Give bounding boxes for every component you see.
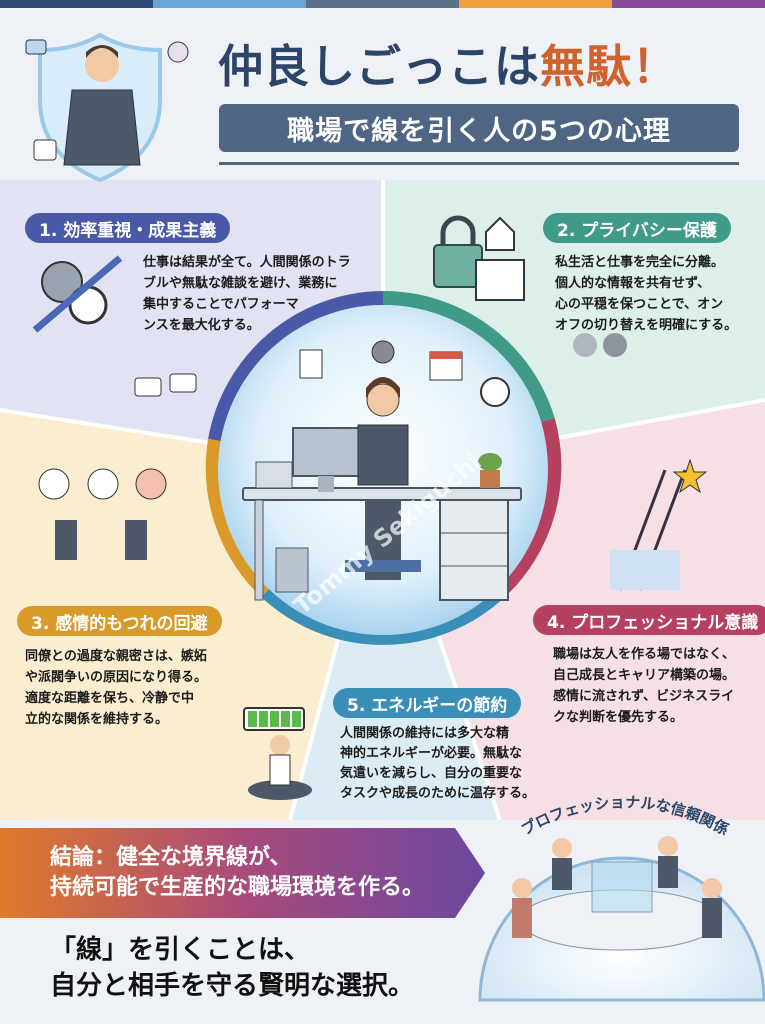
- section-2-badge: 2. プライバシー保護: [543, 213, 731, 243]
- central-ring: [205, 290, 562, 645]
- bar-segment: [153, 0, 306, 8]
- bar-segment: [0, 0, 153, 8]
- text-line: 同僚との過度な親密さは、嫉妬: [25, 649, 207, 664]
- section-4-text: 職場は友人を作る場ではなく、自己成長とキャリア構築の場。感情に流されず、ビジネス…: [553, 644, 735, 728]
- text-line: 立的な関係を維持する。: [25, 712, 169, 727]
- text-line: 気遣いを減らし、自分の重要な: [340, 766, 523, 781]
- icons: [32, 215, 708, 800]
- page-subtitle: 職場で線を引く人の5つの心理: [219, 104, 739, 152]
- dome-illustration: プロフェッショナルな信頼関係: [478, 793, 765, 1002]
- title-main: 仲良しごっこは: [218, 40, 541, 93]
- page-title: 仲良しごっこは無駄！: [218, 30, 678, 95]
- text-line: 神的エネルギーが必要。無駄な: [340, 746, 523, 761]
- section-5-bg: [290, 470, 500, 820]
- text-line: 個人的な情報を共有せず、: [555, 276, 711, 291]
- text-line: ブルや無駄な雑談を避け、業務に: [143, 276, 338, 291]
- section-5-text: 人間関係の維持には多大な精神的エネルギーが必要。無駄な気遣いを減らし、自分の重要…: [340, 724, 535, 804]
- section-3-text: 同僚との過度な親密さは、嫉妬や派閥争いの原因になり得る。適度な距離を保ち、冷静で…: [25, 646, 207, 730]
- final-line: 自分と相手を守る賢明な選択。: [50, 971, 415, 1001]
- section-2-text: 私生活と仕事を完全に分離。個人的な情報を共有せず、心の平穏を保つことで、オンオフ…: [555, 252, 737, 336]
- section-3-badge: 3. 感情的もつれの回避: [17, 606, 222, 636]
- desk-illustration: [242, 340, 522, 601]
- text-line: 感情に流されず、ビジネスライ: [553, 689, 735, 704]
- text-line: クな判断を優先する。: [553, 710, 684, 725]
- section-1-badge: 1. 効率重視・成果主義: [25, 213, 231, 243]
- bar-segment: [459, 0, 612, 8]
- text-line: 私生活と仕事を完全に分離。: [555, 255, 725, 270]
- text-line: 人間関係の維持には多大な精: [340, 726, 510, 741]
- text-line: ンスを最大化する。: [143, 318, 260, 333]
- text-line: 自己成長とキャリア構築の場。: [553, 668, 736, 683]
- conclusion-line: 結論：健全な境界線が、: [50, 845, 292, 870]
- section-1-text: 仕事は結果が全て。人間関係のトラブルや無駄な雑談を避け、業務に集中することでパフ…: [143, 252, 351, 336]
- text-line: 仕事は結果が全て。人間関係のトラ: [143, 255, 351, 270]
- conclusion-banner: [0, 828, 485, 918]
- text-line: 心の平穏を保つことで、オン: [555, 297, 724, 312]
- text-line: オフの切り替えを明確にする。: [555, 318, 738, 333]
- section-5-badge: 5. エネルギーの節約: [333, 688, 522, 718]
- text-line: タスクや成長のために温存する。: [340, 786, 536, 801]
- bar-segment: [306, 0, 459, 8]
- final-line: 「線」を引くことは、: [50, 935, 311, 965]
- section-4-badge: 4. プロフェッショナル意識: [533, 605, 765, 635]
- final-message: 「線」を引くことは、 自分と相手を守る賢明な選択。: [50, 932, 414, 1004]
- header-divider: [219, 162, 739, 165]
- header-illustration: [25, 32, 189, 183]
- text-line: 職場は友人を作る場ではなく、: [553, 647, 736, 662]
- text-line: 適度な距離を保ち、冷静で中: [25, 691, 195, 706]
- top-color-bar: [0, 0, 765, 8]
- text-line: 集中することでパフォーマ: [143, 297, 299, 312]
- conclusion-text: 結論：健全な境界線が、 持続可能で生産的な職場環境を作る。: [50, 843, 424, 903]
- bar-segment: [612, 0, 765, 8]
- text-line: や派閥争いの原因になり得る。: [25, 670, 208, 685]
- title-accent: 無駄！: [540, 40, 679, 93]
- conclusion-line: 持続可能で生産的な職場環境を作る。: [50, 875, 425, 900]
